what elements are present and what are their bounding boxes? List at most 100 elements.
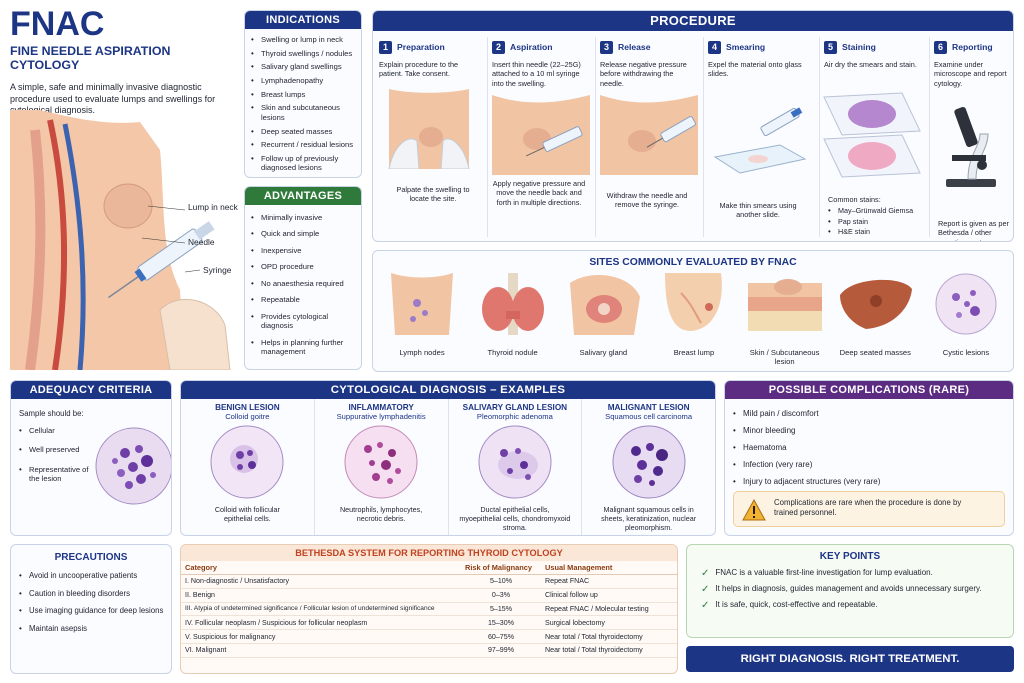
complications-warning: Complications are rare when the procedur… <box>733 491 1005 527</box>
site-deep-masses: Deep seated masses <box>832 273 918 369</box>
advantages-header: ADVANTAGES <box>245 187 361 205</box>
table-row: III. Atypia of undetermined significance… <box>181 602 677 617</box>
list-item: Repeatable <box>249 295 355 306</box>
list-item: Minimally invasive <box>249 213 355 224</box>
keypoint-item: ✓FNAC is a valuable first-line investiga… <box>701 568 1003 579</box>
smearing-illustration <box>713 107 807 174</box>
adequate-smear-image <box>95 427 171 505</box>
table-cell: V. Suspicious for malignancy <box>181 629 461 644</box>
bethesda-header: BETHESDA SYSTEM FOR REPORTING THYROID CY… <box>181 545 677 561</box>
complications-header: POSSIBLE COMPLICATIONS (RARE) <box>725 381 1013 399</box>
table-cell: 97–99% <box>461 643 541 658</box>
checkmark-icon: ✓ <box>701 568 710 579</box>
list-item: Provides cytological diagnosis <box>249 312 355 331</box>
keypoint-text: It helps in diagnosis, guides management… <box>715 584 982 593</box>
list-item: Follow up of previously diagnosed lesion… <box>249 154 355 173</box>
lymph-node-icon <box>391 273 453 335</box>
dx-category: BENIGN LESION <box>215 403 280 412</box>
list-item: Mild pain / discomfort <box>731 409 1013 419</box>
table-cell: 5–10% <box>461 574 541 589</box>
table-cell: Repeat FNAC / Molecular testing <box>541 602 677 617</box>
step-number: 5 <box>824 41 837 54</box>
dx-name: Colloid goitre <box>225 412 270 421</box>
table-cell: IV. Follicular neoplasm / Suspicious for… <box>181 615 461 631</box>
page-subtitle: FINE NEEDLE ASPIRATION CYTOLOGY <box>10 44 171 72</box>
adequacy-list: Cellular Well preserved Representative o… <box>11 418 91 484</box>
dx-description: Ductal epithelial cells, myoepithelial c… <box>459 505 571 532</box>
palpation-illustration <box>388 89 470 169</box>
step-title: Aspiration <box>510 42 553 52</box>
liver-icon <box>840 279 913 329</box>
dx-name: Squamous cell carcinoma <box>605 412 693 421</box>
sites-row: Lymph nodes Thyroid nodule Salivary glan… <box>379 273 1009 369</box>
table-header-row: Category Risk of Malignancy Usual Manage… <box>181 561 677 575</box>
label-lump: Lump in neck <box>188 202 238 212</box>
step-bottom-text: Palpate the swelling to locate the site. <box>396 185 470 204</box>
sites-panel: SITES COMMONLY EVALUATED BY FNAC Lymph n… <box>372 250 1014 372</box>
list-item: Thyroid swellings / nodules <box>249 49 355 60</box>
step-text: Release negative pressure before withdra… <box>600 60 687 88</box>
checkmark-icon: ✓ <box>701 584 710 595</box>
site-label: Deep seated masses <box>839 348 911 357</box>
pleomorphic-adenoma-smear-image <box>478 425 552 499</box>
list-item: Infection (very rare) <box>731 460 1013 470</box>
step-text: Insert thin needle (22–25G) attached to … <box>492 60 581 88</box>
stained-slides-illustration <box>823 92 921 178</box>
table-cell: 5–15% <box>461 602 541 617</box>
dx-description: Malignant squamous cells in sheets, kera… <box>601 505 697 532</box>
skin-layers-icon <box>747 279 822 331</box>
advantages-panel: ADVANTAGES Minimally invasive Quick and … <box>244 186 362 370</box>
procedure-header: PROCEDURE <box>373 11 1013 31</box>
keypoint-item: ✓ It helps in diagnosis, guides managemen… <box>701 584 1003 595</box>
complications-panel: POSSIBLE COMPLICATIONS (RARE) Mild pain … <box>724 380 1014 536</box>
table-row: IV. Follicular neoplasm / Suspicious for… <box>181 615 677 631</box>
precautions-panel: PRECAUTIONS Avoid in uncooperative patie… <box>10 544 172 674</box>
step-title: Release <box>618 42 651 52</box>
dx-category: MALIGNANT LESION <box>607 403 690 412</box>
adequacy-panel: ADEQUACY CRITERIA Sample should be: Cell… <box>10 380 172 536</box>
list-item: Salivary gland swellings <box>249 62 355 73</box>
stains-list: May–Grünwald Giemsa Pap stain H&E stain <box>826 206 924 238</box>
diagnosis-panel: CYTOLOGICAL DIAGNOSIS – EXAMPLES BENIGN … <box>180 380 716 536</box>
bethesda-panel: BETHESDA SYSTEM FOR REPORTING THYROID CY… <box>180 544 678 674</box>
diagnosis-grid: BENIGN LESION Colloid goitre Colloid wit… <box>181 399 715 535</box>
dx-description: Colloid with follicular epithelial cells… <box>214 505 280 523</box>
list-item: Quick and simple <box>249 229 355 240</box>
column-header: Risk of Malignancy <box>461 561 541 575</box>
label-syringe: Syringe <box>203 265 232 275</box>
precautions-list: Avoid in uncooperative patients Caution … <box>11 563 171 634</box>
list-item: Avoid in uncooperative patients <box>17 571 171 581</box>
site-label: Skin / Subcutaneous lesion <box>749 348 820 367</box>
site-label: Salivary gland <box>579 348 628 357</box>
colloid-goitre-smear-image <box>210 425 284 499</box>
cytology-smear-icon <box>935 273 997 335</box>
keypoints-header: KEY POINTS <box>819 551 881 562</box>
list-item: Maintain asepsis <box>17 624 171 634</box>
site-breast: Breast lump <box>651 273 737 369</box>
site-label: Thyroid nodule <box>487 348 538 357</box>
list-item: No anaesthesia required <box>249 279 355 290</box>
diagnosis-example-salivary: SALIVARY GLAND LESION Pleomorphic adenom… <box>449 399 583 535</box>
table-cell: II. Benign <box>181 588 461 603</box>
site-label: Breast lump <box>673 348 715 357</box>
dx-category: SALIVARY GLAND LESION <box>462 403 568 412</box>
site-cystic: Cystic lesions <box>923 273 1009 369</box>
keypoints-list: ✓FNAC is a valuable first-line investiga… <box>687 562 1013 611</box>
page-title: FNAC <box>10 5 105 43</box>
breast-icon <box>664 273 722 331</box>
indications-panel: INDICATIONS Swelling or lump in neck Thy… <box>244 10 362 178</box>
step-bottom-text: Common stains: <box>828 195 881 204</box>
label-needle: Needle <box>188 237 215 247</box>
list-item: Deep seated masses <box>249 127 355 138</box>
table-cell: Near total / Total thyroidectomy <box>541 629 677 644</box>
table-cell: VI. Malignant <box>181 643 461 658</box>
squamous-carcinoma-smear-image <box>612 425 686 499</box>
table-cell: 15–30% <box>461 615 541 631</box>
